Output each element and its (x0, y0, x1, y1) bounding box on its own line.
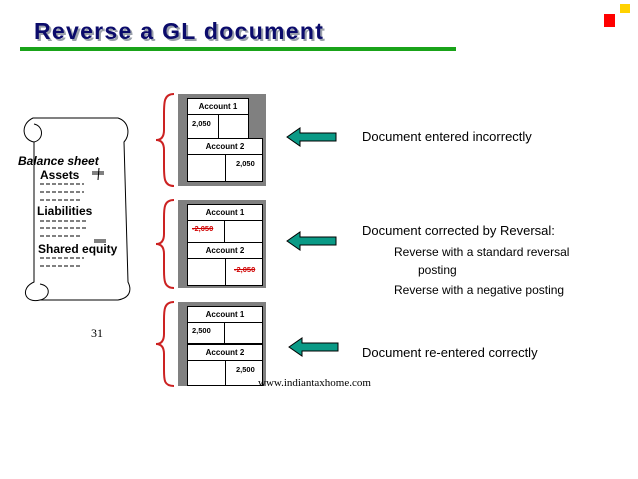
account-1-value: -2,050 (192, 224, 214, 233)
left-arrow-icon (288, 337, 339, 357)
yellow-square-decoration (620, 4, 630, 13)
brace-icon (155, 301, 175, 387)
account-1-value: 2,500 (192, 326, 211, 335)
account-2-box: Account 2 -2,050 (187, 242, 263, 286)
brace-icon (155, 93, 175, 187)
left-arrow-icon (286, 231, 337, 251)
brace-icon (155, 199, 175, 289)
document-panel-incorrect: Account 1 2,050 Account 2 2,050 (178, 94, 266, 186)
document-panel-reentered: Account 1 2,500 Account 2 2,500 (178, 302, 266, 386)
account-2-box: Account 2 2,500 (187, 344, 263, 386)
scroll-item-liabilities: Liabilities (37, 204, 93, 218)
title-underline (20, 47, 456, 51)
desc-corrected-by-reversal: Document corrected by Reversal: (362, 223, 555, 238)
scroll-heading: Balance sheet (18, 154, 99, 168)
page-number: 31 (91, 326, 103, 340)
scroll-item-shared-equity: Shared equity (38, 242, 118, 256)
account-1-label: Account 1 (188, 205, 262, 221)
desc-reentered-correctly: Document re-entered correctly (362, 345, 538, 360)
slide-title: Reverse a GL document (34, 18, 325, 44)
account-1-box: Account 1 2,500 (187, 306, 263, 344)
desc-standard-reversal: Reverse with a standard reversal (394, 245, 570, 259)
desc-negative-posting: Reverse with a negative posting (394, 283, 565, 297)
document-panel-reversal: Account 1 -2,050 Account 2 -2,050 (178, 200, 266, 288)
account-1-box: Account 1 2,050 (187, 98, 249, 140)
account-2-value: -2,050 (234, 265, 256, 274)
account-1-label: Account 1 (188, 307, 262, 323)
account-2-value: 2,050 (236, 159, 255, 168)
account-1-box: Account 1 -2,050 (187, 204, 263, 244)
desc-entered-incorrectly: Document entered incorrectly (362, 129, 532, 144)
account-2-label: Account 2 (188, 345, 262, 361)
desc-standard-reversal-cont: posting (418, 263, 457, 277)
red-square-decoration (604, 14, 615, 27)
account-2-value: 2,500 (236, 365, 255, 374)
account-1-value: 2,050 (192, 119, 211, 128)
account-1-label: Account 1 (188, 99, 248, 115)
account-2-box: Account 2 2,050 (187, 138, 263, 182)
footer-url: www.indiantaxhome.com (258, 377, 371, 389)
scroll-item-assets: Assets (40, 168, 80, 182)
left-arrow-icon (286, 127, 337, 147)
account-2-label: Account 2 (188, 243, 262, 259)
account-2-label: Account 2 (188, 139, 262, 155)
